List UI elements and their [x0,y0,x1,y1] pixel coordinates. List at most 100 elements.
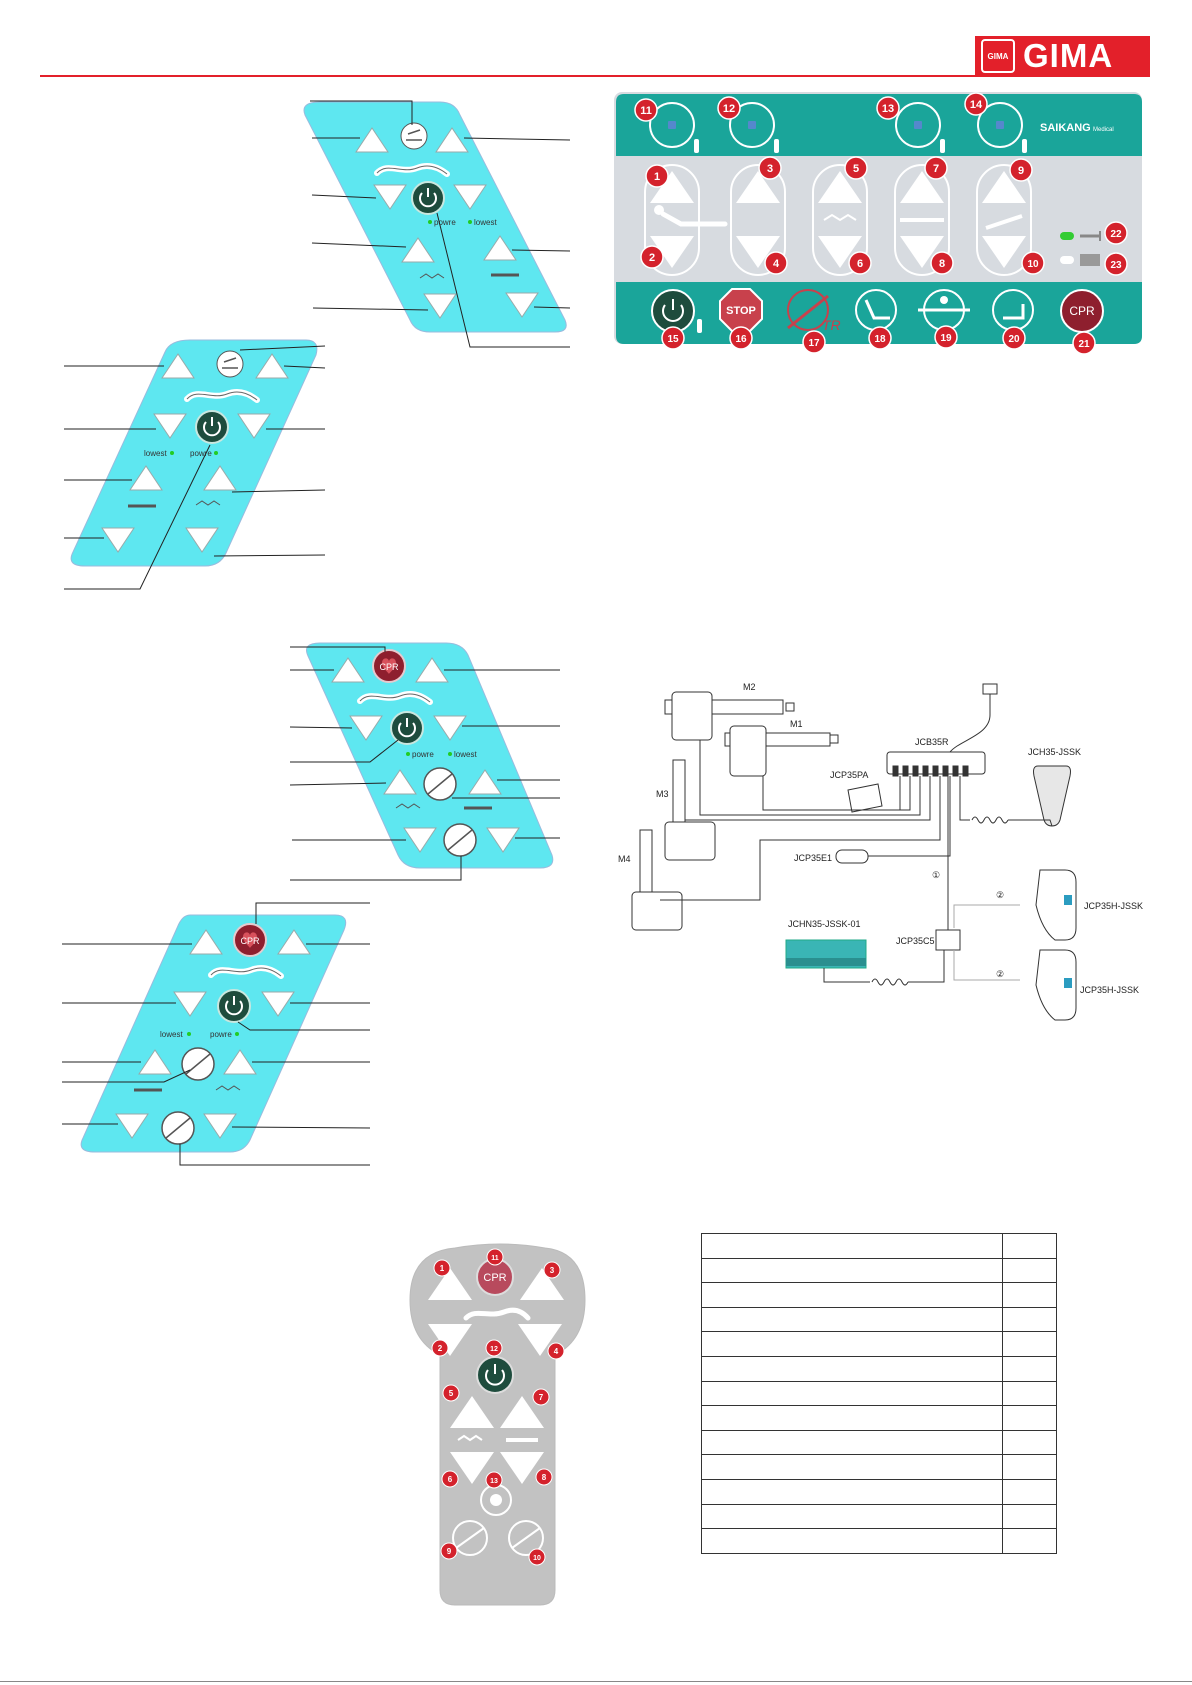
badge-10: 10 [1027,259,1039,270]
side-rail-control-1 [1035,869,1077,941]
panel-c-lock-1-button[interactable] [423,767,457,801]
wiring-diagram: M2 M1 M3 M4 JCB35R [618,682,1143,1021]
lock-tilt-button[interactable] [977,102,1027,153]
capsule-trend [976,164,1032,276]
nurse-power-button[interactable] [651,289,702,333]
table-row [701,1233,1057,1259]
nurse-panel-top-band [616,94,1142,156]
table-cell-description [701,1282,1003,1308]
table-cell-value [1002,1306,1057,1333]
table-row [701,1454,1057,1480]
battery-indicator-led [1060,256,1074,264]
badge-15: 15 [667,334,679,345]
table-cell-description [701,1503,1003,1530]
panel-c-power-button[interactable] [390,711,424,745]
panel-c-lock-2-button[interactable] [443,823,477,857]
panel-b-power-button[interactable] [195,410,229,444]
badge-12: 12 [723,103,735,115]
nurse-flat-button[interactable] [918,289,970,331]
table-cell-description [701,1331,1003,1357]
panel-d-lock-1-button[interactable] [181,1047,215,1081]
tr-text: TR [822,317,841,333]
badge-21: 21 [1078,339,1090,350]
side-rail-2-label: JCP35H-JSSK [1080,985,1139,995]
nurse-trendelenburg-button[interactable]: TR [787,289,841,333]
badge-4: 4 [773,258,780,270]
badge-18: 18 [874,334,886,345]
nurse-back-bed-icon [654,205,728,227]
battery-icon [1080,254,1100,266]
badge-14: 14 [970,99,983,111]
panel-a-power-button[interactable] [411,181,445,215]
panel-d-powre-label: powre [210,1030,232,1039]
table-cell-description [701,1478,1003,1505]
panel-d-lock-2-button[interactable] [161,1111,195,1145]
panel-c-cpr-button[interactable]: CPR [372,649,406,683]
remote-lock-left-button[interactable] [452,1520,488,1556]
plug-icon [1080,231,1101,241]
badge-17: 17 [808,338,820,349]
table-cell-value [1002,1380,1057,1407]
lock-back-button[interactable] [649,102,699,153]
nurse-panel-brand-sub: Medical [1093,127,1114,133]
table-cell-description [701,1257,1003,1284]
panel-c-leader-lines [289,646,560,881]
table-row [701,1306,1057,1333]
nurse-cpr-button[interactable]: CPR [1060,289,1104,333]
panel-b-lowest-led [170,451,174,455]
panel-b-tilt-icon [195,500,221,506]
nurse-cpr-text: CPR [1069,304,1095,318]
nurse-control-label: JCHN35-JSSK-01 [788,919,861,929]
table-cell-description [701,1380,1003,1407]
panel-d-cpr-button[interactable]: CPR [233,923,267,957]
remote-badge-7: 7 [539,1393,544,1402]
nurse-panel-brand: SAIKANG [1040,122,1091,134]
panel-d-power-button[interactable] [217,989,251,1023]
badge-13: 13 [882,103,894,115]
m4-label: M4 [618,854,631,864]
nurse-control-panel: SAIKANG Medical [614,92,1142,355]
lock-knee-button[interactable] [729,102,779,153]
nurse-stop-button[interactable]: STOP [719,288,763,332]
capsule-height [894,164,950,276]
badge-1: 1 [654,171,660,183]
splitter-label: JCP35C5 [896,936,935,946]
table-cell-description [701,1454,1003,1480]
m3-label: M3 [656,789,669,799]
remote-bed-icon [463,1307,531,1321]
table-cell-value [1002,1257,1057,1284]
table-cell-description [701,1355,1003,1382]
circle-2a-label: ② [996,890,1004,900]
panel-d: CPR lowest powre [62,902,371,1166]
panel-c: CPR powre lowest [289,642,560,881]
remote-lock-right-button[interactable] [508,1520,544,1556]
panel-d-lowest-label: lowest [160,1030,183,1039]
panel-c-lowest-led [448,752,452,756]
remote-badge-4: 4 [554,1347,559,1356]
lock-height-button[interactable] [895,102,945,153]
header-rule [40,75,1150,77]
remote-tilt-icon [457,1434,483,1442]
table-cell-value [1002,1478,1057,1505]
remote-cpr-text: CPR [483,1272,506,1284]
table-cell-description [701,1306,1003,1333]
panel-a-head-icon [400,122,428,150]
m1-label: M1 [790,719,803,729]
remote-power-button[interactable] [476,1356,514,1394]
table-cell-value [1002,1528,1057,1554]
extension-cable-plug [835,849,869,864]
badge-19: 19 [940,333,952,344]
badge-16: 16 [735,334,747,345]
table-cell-description [701,1528,1003,1554]
badge-7: 7 [933,163,939,175]
brand-name: GIMA [1023,37,1114,74]
badge-5: 5 [853,163,859,175]
badge-20: 20 [1008,334,1020,345]
table-cell-value [1002,1429,1057,1456]
table-row [701,1380,1057,1407]
table-row [701,1528,1057,1554]
circle-2b-label: ② [996,969,1004,979]
panel-c-tilt-icon [395,803,421,809]
badge-11: 11 [640,105,652,117]
